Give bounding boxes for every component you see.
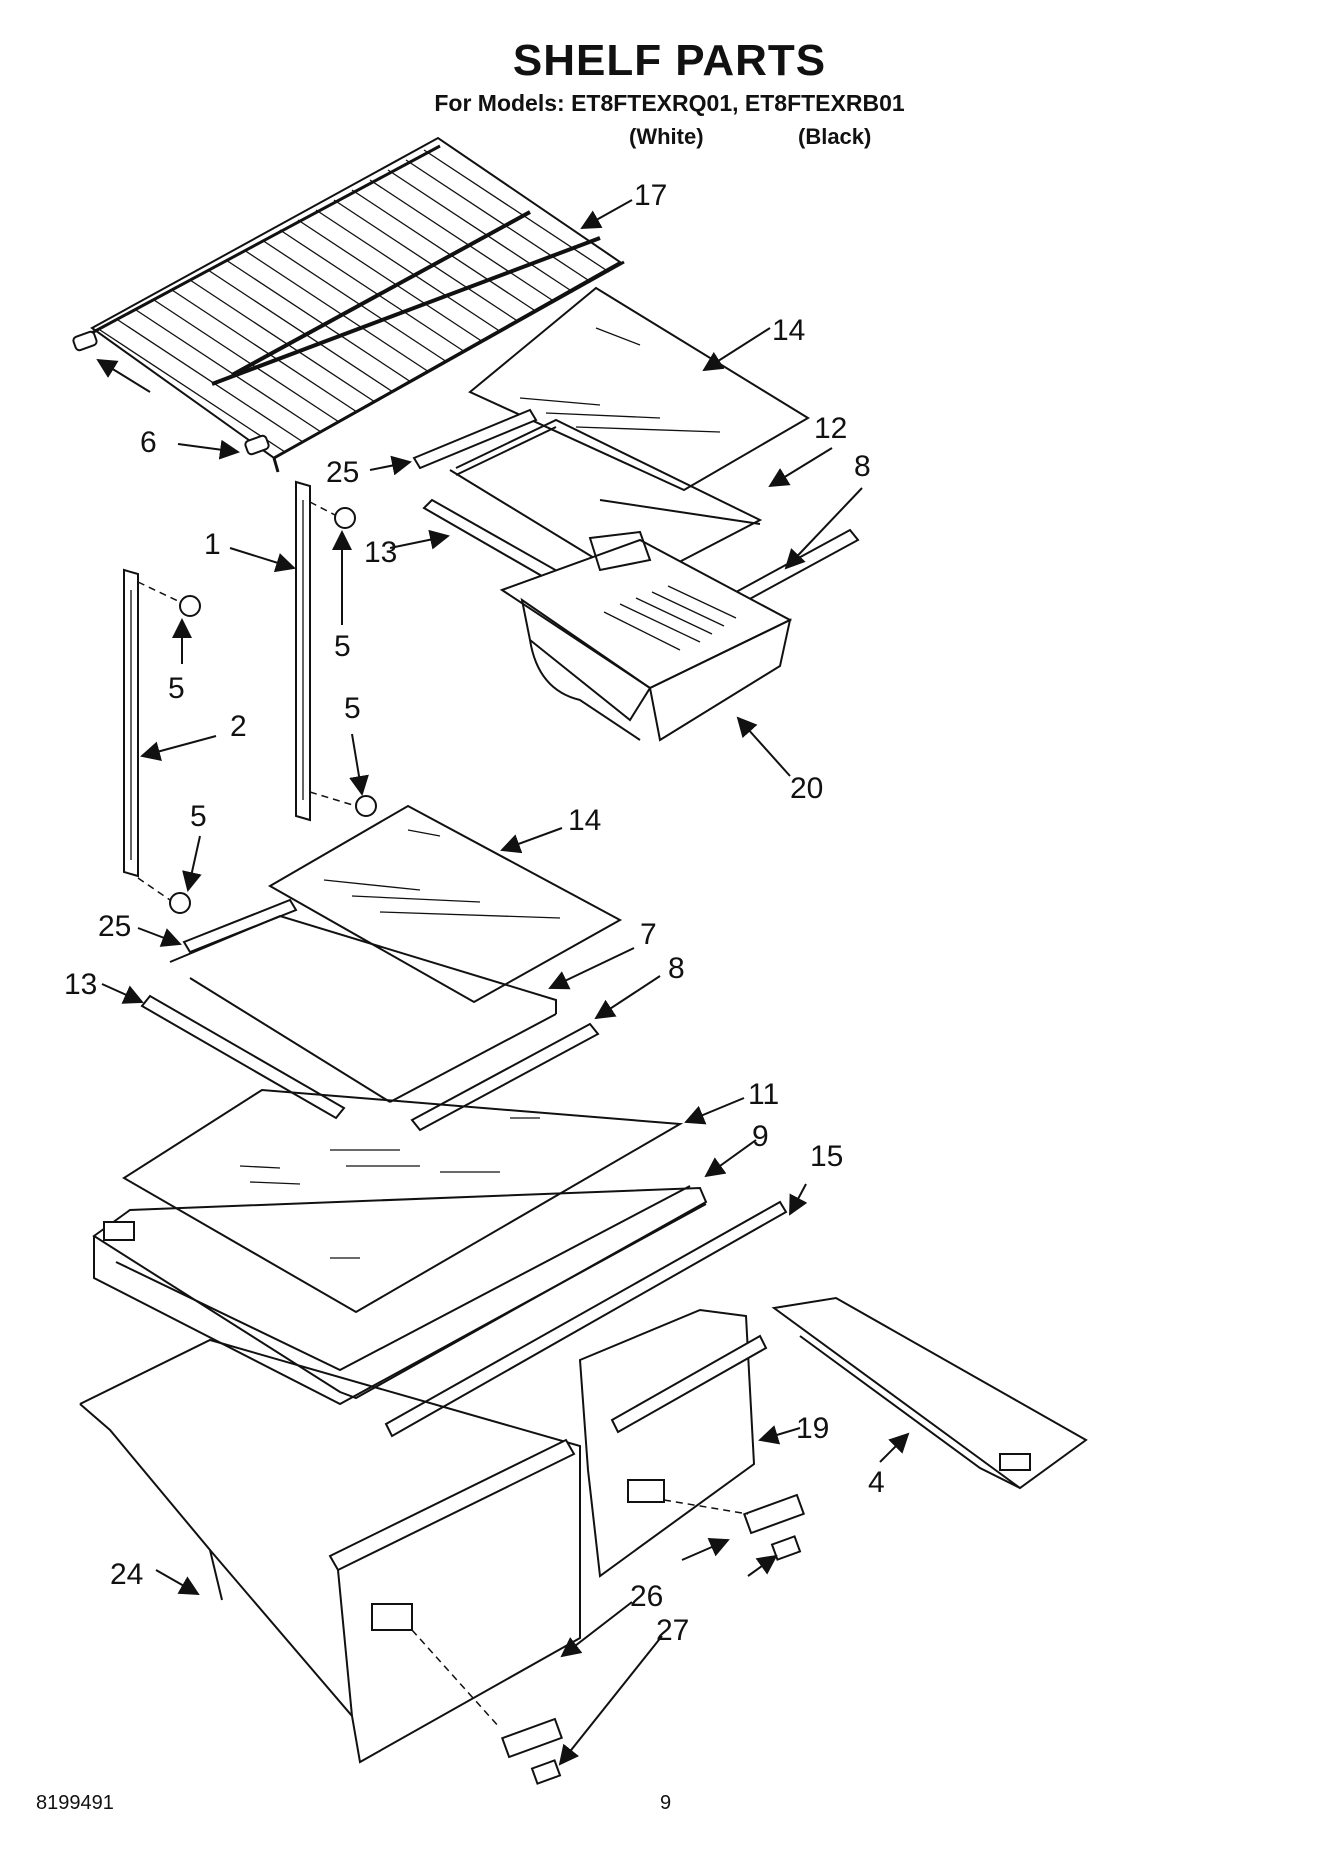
callout-arrows xyxy=(96,199,910,1766)
glass-shelf-14-mid xyxy=(267,804,623,1004)
callout-1: 1 xyxy=(204,528,221,561)
page-title: SHELF PARTS xyxy=(512,36,827,85)
callout-4: 4 xyxy=(868,1466,885,1499)
vertical-rail-2 xyxy=(123,568,139,878)
callout-13-mid: 13 xyxy=(64,968,97,1001)
callout-24: 24 xyxy=(110,1558,143,1591)
deli-drawer-20 xyxy=(499,530,793,742)
callout-14-mid: 14 xyxy=(568,804,601,837)
callout-5-a: 5 xyxy=(334,630,351,663)
callout-14-top: 14 xyxy=(772,314,805,347)
glass-shelf-11 xyxy=(122,1088,684,1314)
callout-7: 7 xyxy=(640,918,657,951)
page-number: 9 xyxy=(660,1792,672,1814)
callout-9: 9 xyxy=(752,1120,769,1153)
shelf-frame-7 xyxy=(169,914,557,1103)
clip-26-27 xyxy=(411,1493,806,1785)
shelf-frame-12 xyxy=(455,418,763,573)
screw-5 xyxy=(137,501,377,914)
callout-25-top: 25 xyxy=(326,456,359,489)
callout-5-b: 5 xyxy=(168,672,185,705)
glass-reflection-mid xyxy=(323,829,561,919)
callout-27: 27 xyxy=(656,1614,689,1647)
model-subtitle: For Models: ET8FTEXRQ01, ET8FTEXRB01 xyxy=(434,90,905,116)
callout-5-d: 5 xyxy=(190,800,207,833)
drawer-cover-4 xyxy=(771,1296,1088,1490)
variant-white-label: (White) xyxy=(629,124,704,149)
callout-20: 20 xyxy=(790,772,823,805)
callout-11: 11 xyxy=(748,1078,779,1111)
side-rail-13-mid xyxy=(140,994,346,1120)
callout-6: 6 xyxy=(140,426,157,459)
trim-25-top xyxy=(412,408,538,470)
callout-26: 26 xyxy=(630,1580,663,1613)
callout-8-top: 8 xyxy=(854,450,871,483)
callout-12: 12 xyxy=(814,412,847,445)
glass-shelf-14-top xyxy=(468,286,810,492)
callout-17: 17 xyxy=(634,179,667,212)
trim-25-mid xyxy=(182,898,298,954)
callout-5-c: 5 xyxy=(344,692,361,725)
callout-2: 2 xyxy=(230,710,247,743)
callout-15: 15 xyxy=(810,1140,843,1173)
vertical-rail-1 xyxy=(295,480,311,822)
variant-black-label: (Black) xyxy=(798,124,872,149)
crisper-drawer-24 xyxy=(79,1338,581,1764)
rail-8-mid xyxy=(410,1022,600,1132)
glass-reflection-11 xyxy=(239,1117,540,1259)
doc-number: 8199491 xyxy=(36,1792,114,1814)
callout-13-top: 13 xyxy=(364,536,397,569)
crisper-drawer-19 xyxy=(578,1308,768,1578)
end-cap-6 xyxy=(72,330,270,456)
glass-reflection-top xyxy=(519,327,721,433)
rail-15 xyxy=(384,1200,788,1438)
callout-19: 19 xyxy=(796,1412,829,1445)
callout-8-mid: 8 xyxy=(668,952,685,985)
wire-shelf-17 xyxy=(85,136,625,473)
callout-25-mid: 25 xyxy=(98,910,131,943)
